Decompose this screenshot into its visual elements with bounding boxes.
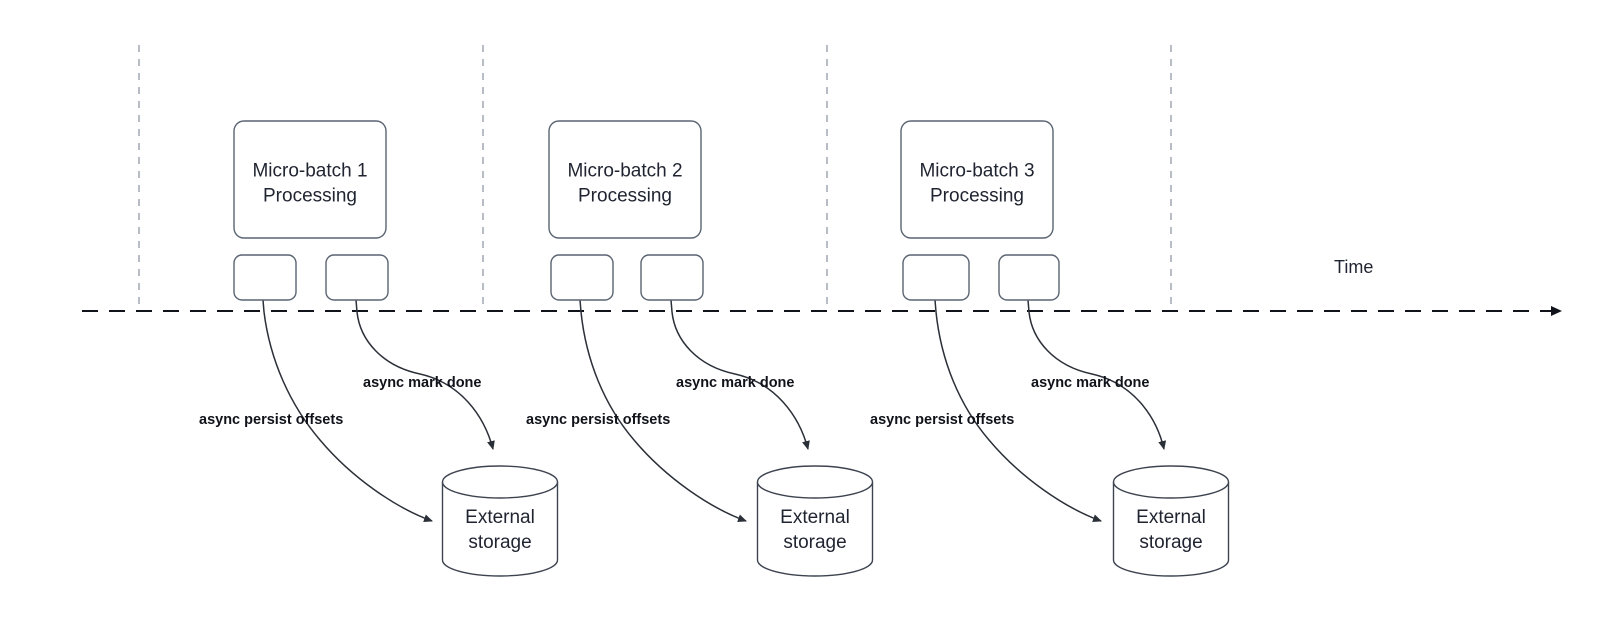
mark-done-2: async mark done [676,375,794,391]
storage-top-ellipse [1112,465,1230,499]
mark-done-1: async mark done [363,375,481,391]
edges-layer [262,299,1167,523]
edge-labels-layer: async persist offsets async mark done asyn… [199,375,1149,428]
mark-done-edge-1 [356,311,495,450]
batch-box-rect [233,120,387,239]
storage-line2: storage [783,532,846,553]
group-1-batch-box[interactable]: Micro-batch 1 Processing [233,120,387,239]
mark-done-edge-3-stem [1027,299,1030,313]
task-2a[interactable] [550,254,614,301]
time-axis-label: Time [1334,257,1373,277]
storage-line2: storage [468,532,531,553]
mark-done-edge-3 [1028,311,1167,450]
batch-box-line2: Processing [263,186,357,207]
batch-box-line2: Processing [578,186,672,207]
batch-box-line1: Micro-batch 2 [567,161,682,182]
storage-body [756,482,874,577]
persist-edge-2 [580,311,747,523]
storage-line1: External [465,507,535,528]
task-3b[interactable] [998,254,1060,301]
batch-box-rect [900,120,1054,239]
persist-offsets-1: async persist offsets [199,412,343,428]
time-tick-lines [138,45,1172,311]
storage-line1: External [780,507,850,528]
storage-line1: External [1136,507,1206,528]
group-3-storage[interactable]: External storage [1112,465,1230,577]
persist-edge-3 [935,311,1102,523]
persist-edge-1-stem [262,299,265,313]
group-2-batch-box[interactable]: Micro-batch 2 Processing [548,120,702,239]
batch-box-rect [548,120,702,239]
task-1a[interactable] [233,254,297,301]
batch-box-line1: Micro-batch 1 [252,161,367,182]
mark-done-edge-2 [671,311,810,450]
batch-box-line1: Micro-batch 3 [919,161,1034,182]
group-1-storage[interactable]: External storage [441,465,559,577]
persist-edge-3-stem [934,299,937,313]
task-1b[interactable] [325,254,389,301]
mark-done-3: async mark done [1031,375,1149,391]
storage-line2: storage [1139,532,1202,553]
persist-edge-2-stem [579,299,582,313]
storage-top-ellipse [441,465,559,499]
task-2b[interactable] [640,254,704,301]
group-2-storage[interactable]: External storage [756,465,874,577]
mark-done-edge-2-stem [670,299,673,313]
batch-box-line2: Processing [930,186,1024,207]
storage-body [1112,482,1230,577]
storage-top-ellipse [756,465,874,499]
task-3a[interactable] [902,254,970,301]
mark-done-edge-1-stem [355,299,358,313]
group-3-batch-box[interactable]: Micro-batch 3 Processing [900,120,1054,239]
persist-offsets-2: async persist offsets [526,412,670,428]
storage-body [441,482,559,577]
persist-edge-1 [263,311,433,523]
persist-offsets-3: async persist offsets [870,412,1014,428]
